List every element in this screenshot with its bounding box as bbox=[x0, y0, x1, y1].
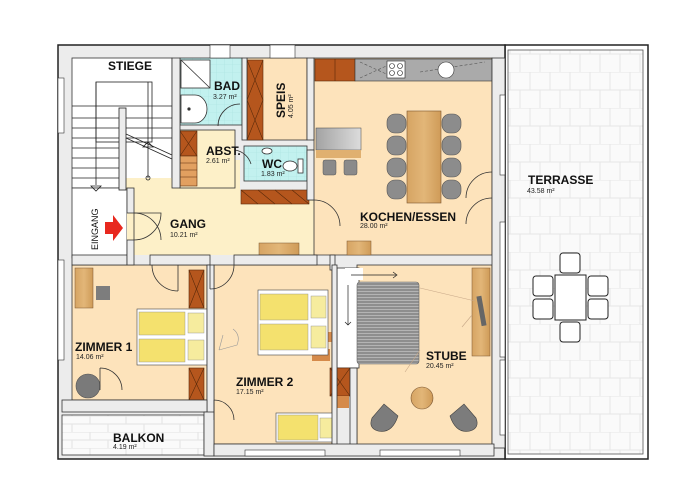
terrace-dining-set bbox=[532, 252, 609, 343]
entrance-label: EINGANG bbox=[90, 208, 100, 250]
kitchen-counter bbox=[354, 58, 493, 82]
room-area-gang: 10.21 m² bbox=[170, 232, 198, 239]
room-area-kochen-essen: 28.00 m² bbox=[360, 223, 388, 230]
room-label-kochen-essen: KOCHEN/ESSEN bbox=[360, 210, 457, 224]
room-label-zimmer1: ZIMMER 1 bbox=[75, 340, 133, 354]
room-label-abst: ABST. bbox=[206, 144, 241, 158]
room-label-wc: WC bbox=[262, 157, 282, 171]
room-area-zimmer1: 14.06 m² bbox=[76, 354, 104, 361]
room-area-terrasse: 43.58 m² bbox=[527, 188, 555, 195]
windows bbox=[57, 44, 506, 457]
floor-balkon bbox=[61, 414, 205, 456]
room-label-terrasse: TERRASSE bbox=[528, 173, 594, 187]
kitchen-sideboard bbox=[346, 240, 372, 256]
room-label-zimmer2: ZIMMER 2 bbox=[236, 375, 294, 389]
room-area-stube: 20.45 m² bbox=[426, 363, 454, 370]
room-area-abst: 2.61 m² bbox=[206, 158, 230, 165]
door-swings bbox=[99, 149, 493, 421]
bathroom-fixtures bbox=[180, 59, 241, 127]
room-label-balkon: BALKON bbox=[113, 431, 165, 445]
room-area-wc: 1.83 m² bbox=[261, 171, 285, 178]
room-label-speis: SPEIS bbox=[274, 82, 288, 118]
room-label-stube: STUBE bbox=[426, 349, 467, 363]
room-area-balkon: 4.19 m² bbox=[113, 444, 137, 451]
wc-fixtures bbox=[261, 147, 304, 174]
room-area-speis: 4.05 m² bbox=[288, 94, 295, 118]
kitchen-island bbox=[315, 127, 362, 176]
entrance-arrow-icon bbox=[105, 215, 123, 241]
gang-sideboard bbox=[258, 242, 300, 256]
stairs bbox=[72, 81, 173, 192]
room-area-zimmer2: 17.15 m² bbox=[236, 389, 264, 396]
dining-table bbox=[386, 110, 462, 204]
room-label-bad: BAD bbox=[214, 79, 240, 93]
stube-furniture bbox=[344, 267, 491, 432]
room-area-bad: 3.27 m² bbox=[213, 94, 237, 101]
terrace bbox=[504, 44, 649, 460]
room-label-gang: GANG bbox=[170, 217, 206, 231]
room-label-stiege: STIEGE bbox=[108, 59, 153, 73]
